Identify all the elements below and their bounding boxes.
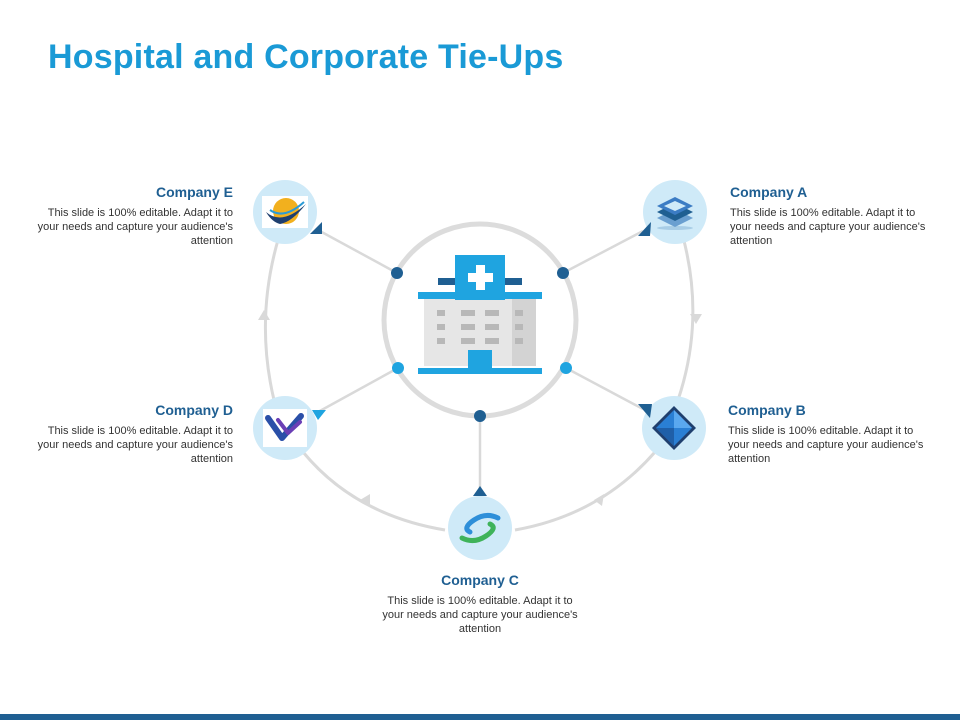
node-company-d (253, 396, 326, 460)
pointer-d (312, 410, 326, 420)
spoke-a (562, 229, 644, 275)
arc-b-c (514, 451, 657, 532)
sun-wave-icon (266, 198, 306, 224)
company-c-label: Company C This slide is 100% editable. A… (376, 572, 584, 636)
company-e-name: Company E (155, 184, 233, 200)
company-b-description: This slide is 100% editable. Adapt it to… (728, 425, 924, 465)
arrow-d-e (258, 310, 270, 320)
spokes (317, 228, 644, 492)
arrow-a-b (690, 314, 702, 324)
dot-b (560, 362, 572, 374)
company-a-name: Company A (730, 184, 808, 200)
company-d-label: Company D This slide is 100% editable. A… (33, 402, 233, 466)
node-company-e (253, 180, 322, 244)
spoke-e (317, 228, 398, 275)
dot-a (557, 267, 569, 279)
node-company-a (638, 180, 707, 244)
arrow-c-d (360, 494, 370, 506)
dot-d (392, 362, 404, 374)
arrow-b-c (594, 494, 604, 506)
interlinked-s-icon (459, 512, 501, 544)
company-b-name: Company B (728, 402, 806, 418)
stacked-layers-icon (657, 197, 693, 230)
company-a-label: Company A This slide is 100% editable. A… (730, 184, 930, 248)
dot-e (391, 267, 403, 279)
arc-c-d (301, 451, 446, 532)
company-e-description: This slide is 100% editable. Adapt it to… (37, 207, 233, 247)
company-c-name: Company C (441, 572, 519, 588)
blue-diamond-icon (652, 406, 696, 450)
hospital-building-icon (418, 255, 542, 374)
pointer-a (638, 222, 651, 236)
pointer-e (310, 222, 322, 234)
company-b-label: Company B This slide is 100% editable. A… (728, 402, 928, 466)
company-e-label: Company E This slide is 100% editable. A… (33, 184, 233, 248)
arc-a-b (676, 236, 695, 401)
pointer-b (638, 404, 652, 418)
v-link-icon (265, 413, 304, 441)
spoke-dots (391, 267, 572, 422)
company-c-description: This slide is 100% editable. Adapt it to… (382, 595, 578, 635)
page-title: Hospital and Corporate Tie-Ups (48, 38, 564, 76)
node-company-c (448, 486, 512, 560)
company-a-description: This slide is 100% editable. Adapt it to… (730, 207, 926, 247)
footer-bar (0, 714, 960, 720)
pointer-c (473, 486, 487, 496)
company-d-name: Company D (155, 402, 233, 418)
node-company-b (638, 396, 706, 460)
dot-c (474, 410, 486, 422)
ring-arrows (258, 310, 702, 506)
spoke-d (317, 366, 399, 414)
spoke-b (565, 366, 644, 411)
company-d-description: This slide is 100% editable. Adapt it to… (37, 425, 233, 465)
